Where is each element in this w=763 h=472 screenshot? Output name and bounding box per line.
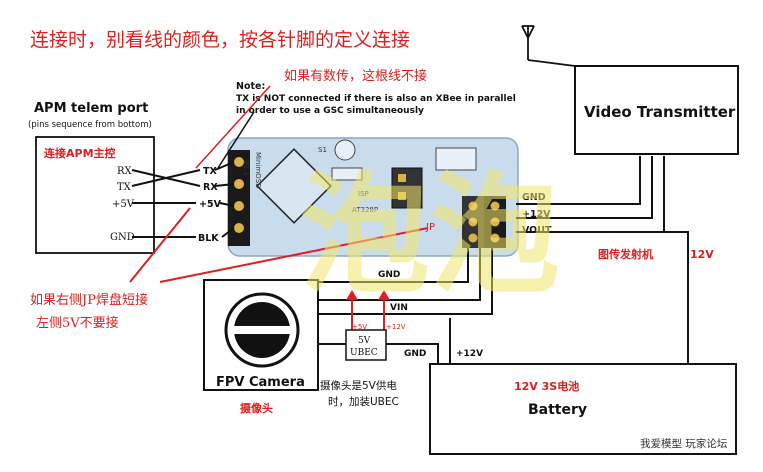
apm-pin-gnd: GND — [110, 232, 135, 243]
board-silk-chip: AT328P — [352, 206, 378, 214]
board-silk-s1: S1 — [318, 146, 327, 154]
five-volt-pointer-line — [129, 207, 191, 283]
board-pin-blk: BLK — [198, 233, 219, 244]
video-tx-cn-label: 图传发射机 — [598, 247, 653, 261]
ubec-line-1: 5V — [358, 336, 371, 346]
video-tx-voltage: 12V — [690, 248, 714, 261]
telem-wires — [131, 161, 235, 238]
note-title: Note: — [236, 81, 265, 92]
apm-pin-rx: RX — [117, 166, 133, 177]
ubec-note-line-2: 时，加装UBEC — [328, 395, 399, 408]
antenna-icon — [521, 25, 576, 67]
board-silk-isp: ISP — [358, 190, 369, 198]
xbee-note-cn: 如果有数传，这根线不接 — [284, 68, 427, 84]
video-transmitter-box — [574, 65, 739, 155]
battery-vtx-wire — [664, 231, 689, 364]
ubec-note-line-1: 摄像头是5V供电 — [320, 379, 397, 392]
board-pin-12v: +12V — [522, 209, 551, 220]
ubec-plus12-label: +12V — [386, 323, 406, 331]
board-pin-vout: VOUT — [522, 225, 552, 236]
note-line-1: TX is NOT connected if there is also an … — [236, 94, 516, 104]
board-pin-gnd: GND — [522, 192, 546, 203]
note-pointer-line — [217, 111, 255, 169]
watermark-text: 泡泡 — [300, 159, 560, 311]
ubec-plus5-label: +5V — [352, 323, 367, 331]
jp-pointer-line — [159, 227, 429, 283]
wire-label-12v: +12V — [456, 349, 483, 359]
ubec-module — [345, 290, 390, 361]
apm-telem-port-box — [35, 136, 155, 254]
headline: 连接时，别看线的颜色，按各针脚的定义连接 — [30, 29, 410, 51]
wire-label-gnd: GND — [378, 270, 400, 280]
camera-cn-label: 摄像头 — [240, 401, 273, 415]
board-pin-tx: TX — [203, 166, 217, 177]
battery-title: Battery — [528, 402, 587, 418]
wire-label-vin: VIN — [390, 303, 408, 313]
board-silk-minimosd: MinimOSD — [254, 152, 262, 189]
apm-subtitle: (pins sequence from bottom) — [28, 120, 152, 130]
wire-label-gnd-2: GND — [404, 349, 426, 359]
apm-pin-5v: +5V — [112, 199, 135, 210]
xbee-pointer-line — [195, 85, 271, 169]
board-pin-rx: RX — [203, 182, 218, 193]
ubec-line-2: UBEC — [350, 348, 378, 358]
jp-note-line-2: 左侧5V不要接 — [36, 315, 119, 331]
footer-stamp: 我爱模型 玩家论坛 — [640, 437, 728, 450]
video-transmitter-title: Video Transmitter — [584, 103, 736, 121]
board-pin-5v: +5V — [199, 199, 222, 210]
fpv-camera-title: FPV Camera — [216, 375, 305, 390]
battery-cn-label: 12V 3S电池 — [514, 379, 579, 393]
apm-title: APM telem port — [34, 101, 148, 116]
apm-pin-tx: TX — [117, 182, 132, 193]
jp-note-line-1: 如果右侧JP焊盘短接 — [30, 292, 148, 308]
battery-box — [429, 363, 737, 455]
board-jp-label: JP — [425, 222, 435, 233]
apm-connect-label: 连接APM主控 — [44, 146, 116, 160]
minimosd-board — [227, 137, 519, 257]
note-line-2: in order to use a GSC simultaneously — [236, 106, 424, 116]
board-silk-version: V1.1 — [242, 160, 250, 176]
